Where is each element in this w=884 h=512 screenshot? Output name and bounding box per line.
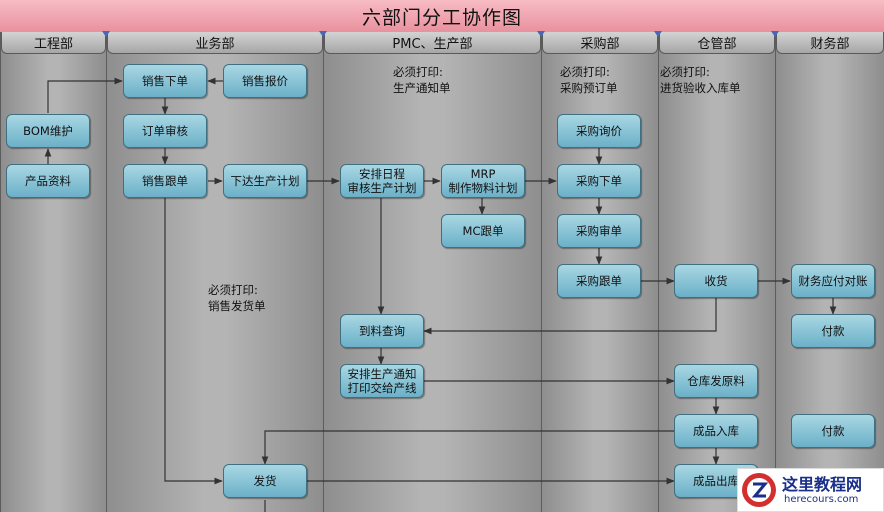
- node-issue-plan[interactable]: 下达生产计划: [223, 164, 307, 198]
- title-bar: 六部门分工协作图: [0, 0, 884, 33]
- watermark: 这里教程网 herecours.com: [737, 468, 884, 512]
- node-schedule[interactable]: 安排日程 审核生产计划: [340, 164, 424, 198]
- note-sales-print: 必须打印: 销售发货单: [208, 283, 266, 313]
- lane-divider-marker: [771, 31, 779, 37]
- lane-header-warehouse: 仓管部: [659, 32, 775, 54]
- node-product-info[interactable]: 产品资料: [6, 164, 90, 198]
- note-purchase-print: 必须打印: 采购预订单: [560, 65, 618, 95]
- lane-pmc: PMC、生产部: [323, 32, 541, 512]
- note-pmc-print: 必须打印: 生产通知单: [393, 65, 451, 95]
- node-payment-2[interactable]: 付款: [791, 414, 875, 448]
- node-sales-quote[interactable]: 销售报价: [223, 64, 307, 98]
- lane-header-engineering: 工程部: [1, 32, 106, 54]
- lane-sales: 业务部: [106, 32, 323, 512]
- lane-divider-marker: [102, 31, 110, 37]
- watermark-title: 这里教程网: [782, 475, 863, 494]
- node-sales-order[interactable]: 销售下单: [123, 64, 207, 98]
- node-fg-in[interactable]: 成品入库: [674, 414, 758, 448]
- node-sales-follow[interactable]: 销售跟单: [123, 164, 207, 198]
- lane-divider-marker: [537, 31, 545, 37]
- node-order-review[interactable]: 订单审核: [123, 114, 207, 148]
- lane-header-pmc: PMC、生产部: [324, 32, 541, 54]
- node-purchase-review[interactable]: 采购审单: [557, 214, 641, 248]
- node-reconcile[interactable]: 财务应付对账: [791, 264, 875, 298]
- node-payment-1[interactable]: 付款: [791, 314, 875, 348]
- lane-divider-marker: [654, 31, 662, 37]
- page-title: 六部门分工协作图: [361, 6, 522, 29]
- node-mrp[interactable]: MRP 制作物料计划: [441, 164, 525, 198]
- watermark-url: herecours.com: [784, 494, 859, 505]
- lane-header-finance: 财务部: [776, 32, 884, 54]
- node-purchase-follow[interactable]: 采购跟单: [557, 264, 641, 298]
- node-warehouse-issue[interactable]: 仓库发原料: [674, 364, 758, 398]
- node-arrival-query[interactable]: 到料查询: [340, 314, 424, 348]
- node-mc[interactable]: MC跟单: [441, 214, 525, 248]
- watermark-logo-icon: [742, 473, 776, 507]
- node-bom[interactable]: BOM维护: [6, 114, 90, 148]
- node-receive[interactable]: 收货: [674, 264, 758, 298]
- node-arrange-notice[interactable]: 安排生产通知 打印交给产线: [340, 364, 424, 398]
- node-ship[interactable]: 发货: [223, 464, 307, 498]
- node-purchase-inquiry[interactable]: 采购询价: [557, 114, 641, 148]
- lane-engineering: 工程部: [0, 32, 106, 512]
- node-purchase-order[interactable]: 采购下单: [557, 164, 641, 198]
- lane-divider-marker: [319, 31, 327, 37]
- note-warehouse-print: 必须打印: 进货验收入库单: [660, 65, 741, 95]
- lane-header-sales: 业务部: [107, 32, 323, 54]
- lane-header-purchase: 采购部: [542, 32, 658, 54]
